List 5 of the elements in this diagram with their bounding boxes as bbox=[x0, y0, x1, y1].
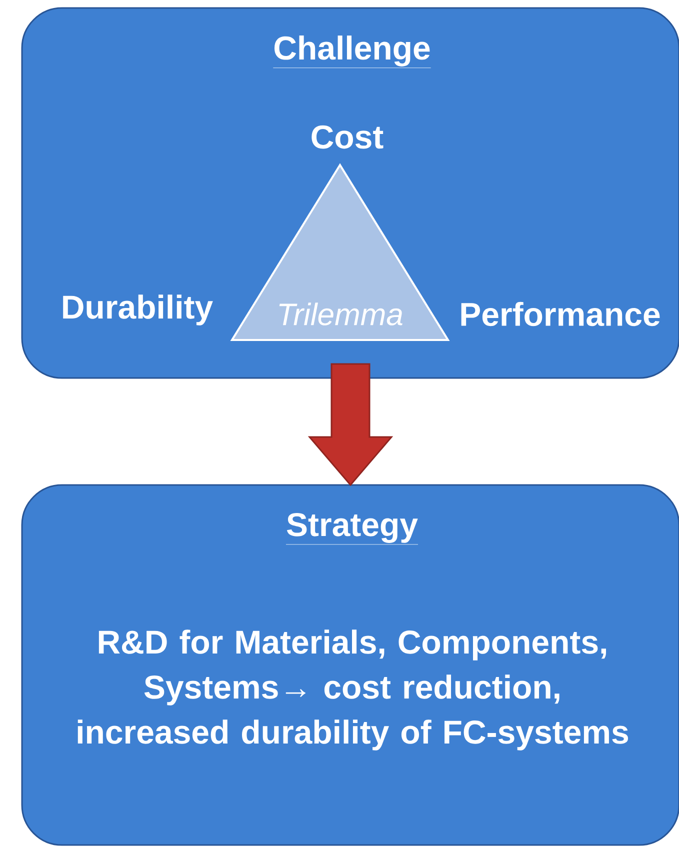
corner-label: Cost bbox=[312, 125, 384, 149]
corner-label: Durability bbox=[63, 294, 213, 326]
rounded-box: Strategy R&D for Materials, Components, Systems→ cost reduction, increased durability of FC-systems bbox=[21, 484, 679, 846]
block-arrow bbox=[308, 363, 394, 486]
corner-label: Performance bbox=[461, 302, 660, 326]
